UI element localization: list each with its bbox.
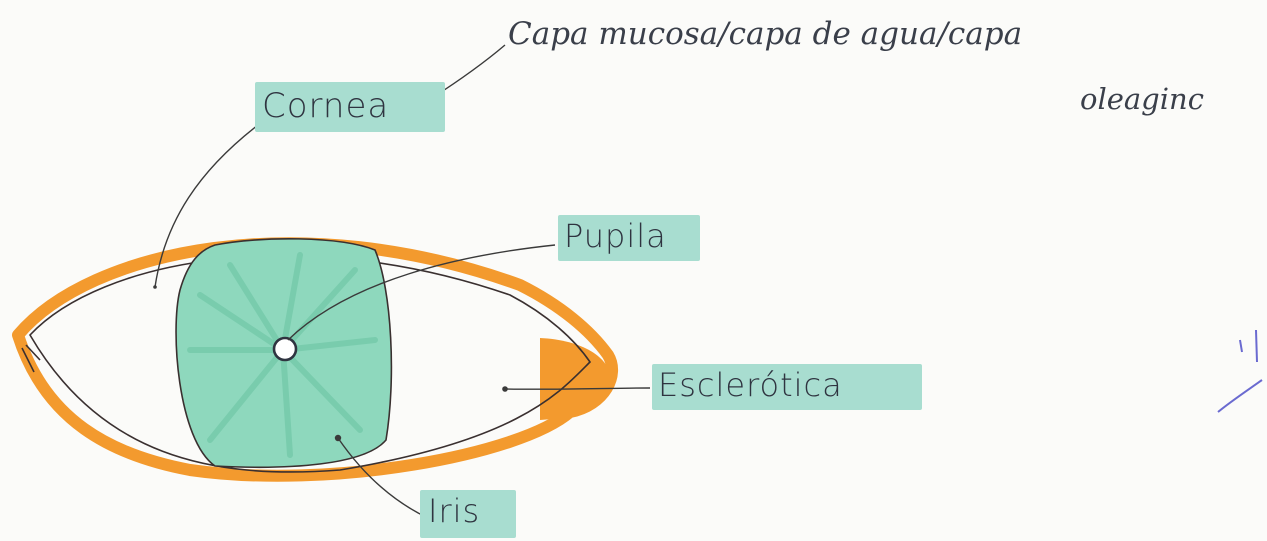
leader-iris-dot	[335, 435, 341, 441]
label-iris: Iris	[428, 492, 480, 530]
label-pupila: Pupila	[564, 217, 667, 255]
leader-cornea-dot	[153, 285, 157, 289]
label-esclerotica: Esclerótica	[658, 366, 843, 404]
note-line-2: oleaginc	[1080, 82, 1204, 116]
leader-esclerotica-dot	[502, 386, 508, 392]
pupil	[274, 338, 296, 360]
label-cornea: Cornea	[262, 86, 389, 126]
margin-check-mark	[1218, 380, 1262, 412]
note-line-1: Capa mucosa/capa de agua/capa	[508, 16, 1022, 52]
margin-tick-mark	[1240, 330, 1257, 362]
